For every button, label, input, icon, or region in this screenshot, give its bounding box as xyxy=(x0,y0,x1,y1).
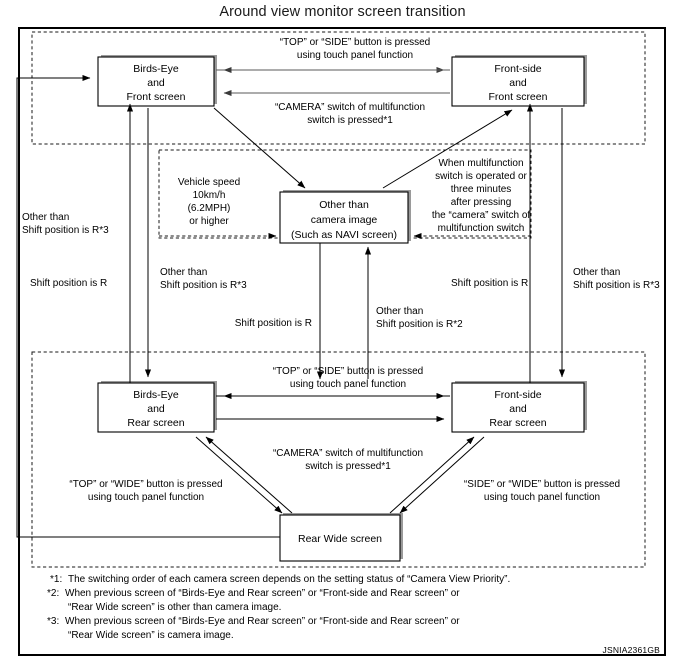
birds-eye-front-line2: and xyxy=(147,77,165,89)
edge-outer-left-to-birdseye-front xyxy=(16,74,280,538)
birds-eye-rear-line2: and xyxy=(147,403,165,415)
label-top-touch-panel-line1: “TOP” or “SIDE” button is pressed xyxy=(280,37,430,48)
node-birds-eye-front[interactable] xyxy=(97,56,215,107)
note-2-marker: *3: xyxy=(47,616,59,627)
label-bottom-camera-switch-line1: “CAMERA” switch of multifunction xyxy=(273,448,423,459)
edge-rearwide-to-birdseye-rear xyxy=(205,436,293,514)
node-front-side-rear[interactable] xyxy=(451,382,585,433)
label-left-other-than-r3-line1: Other than xyxy=(22,212,69,223)
birds-eye-front-line1: Birds-Eye xyxy=(133,63,179,75)
label-multifunction-timeout-line5: the “camera” switch of xyxy=(432,210,531,221)
note-2-line-1: “Rear Wide screen” is camera image. xyxy=(68,630,234,641)
label-top-camera-switch-line2: switch is pressed*1 xyxy=(307,115,393,126)
note-1-marker: *2: xyxy=(47,588,59,599)
label-bottom-right-side-wide-line2: using touch panel function xyxy=(484,492,600,503)
front-side-front-line2: and xyxy=(509,77,527,89)
label-vehicle-speed-line1: Vehicle speed xyxy=(178,177,240,188)
note-1-line-1: “Rear Wide screen” is other than camera … xyxy=(68,602,281,613)
note-1-line-0: When previous screen of “Birds-Eye and R… xyxy=(65,588,460,599)
birds-eye-rear-line1: Birds-Eye xyxy=(133,389,179,401)
label-bottom-camera-switch-line2: switch is pressed*1 xyxy=(305,461,391,472)
edge-birdseye-front-to-center xyxy=(213,107,306,189)
group-front-screens xyxy=(31,31,646,145)
label-inner-right-shift-r: Shift position is R xyxy=(451,278,528,289)
label-multifunction-timeout-line4: after pressing xyxy=(451,197,512,208)
label-vehicle-speed-line4: or higher xyxy=(189,216,229,227)
label-bottom-left-top-wide-line2: using touch panel function xyxy=(88,492,204,503)
other-than-camera-line3: (Such as NAVI screen) xyxy=(291,229,397,241)
front-side-rear-line3: Rear screen xyxy=(489,417,546,429)
node-rear-wide[interactable] xyxy=(279,514,401,562)
node-front-side-front[interactable] xyxy=(451,56,585,107)
label-inner-right-other-than-r2-line2: Shift position is R*2 xyxy=(376,319,463,330)
birds-eye-rear-line3: Rear screen xyxy=(127,417,184,429)
edge-center-to-front-side-front xyxy=(382,109,513,189)
front-side-front-line1: Front-side xyxy=(494,63,541,75)
note-0-marker: *1: xyxy=(50,574,62,585)
label-multifunction-timeout-line3: three minutes xyxy=(451,184,512,195)
other-than-camera-line1: Other than xyxy=(319,199,369,211)
page-title: Around view monitor screen transition xyxy=(219,4,466,20)
label-right-other-than-r3-line2: Shift position is R*3 xyxy=(573,280,660,291)
label-bottom-touch-panel-line1: “TOP” or “SIDE” button is pressed xyxy=(273,366,423,377)
label-bottom-left-top-wide-line1: “TOP” or “WIDE” button is pressed xyxy=(69,479,222,490)
other-than-camera-line2: camera image xyxy=(311,214,378,226)
node-other-than-camera[interactable] xyxy=(279,191,409,244)
label-bottom-right-side-wide-line1: “SIDE” or “WIDE” button is pressed xyxy=(464,479,620,490)
reference-code: JSNIA2361GB xyxy=(603,645,661,655)
note-0-line-0: The switching order of each camera scree… xyxy=(68,574,510,585)
label-vehicle-speed-line2: 10km/h xyxy=(193,190,226,201)
label-multifunction-timeout-line2: switch is operated or xyxy=(435,171,527,182)
rear-wide-line1: Rear Wide screen xyxy=(298,533,382,545)
group-rear-screens xyxy=(31,351,646,568)
front-side-rear-line1: Front-side xyxy=(494,389,541,401)
label-vehicle-speed-line3: (6.2MPH) xyxy=(188,203,231,214)
front-side-front-line3: Front screen xyxy=(489,91,548,103)
label-right-other-than-r3-line1: Other than xyxy=(573,267,620,278)
label-inner-left-other-than-r3-line1: Other than xyxy=(160,267,207,278)
label-inner-left-other-than-r3-line2: Shift position is R*3 xyxy=(160,280,247,291)
label-top-camera-switch-line1: “CAMERA” switch of multifunction xyxy=(275,102,425,113)
note-2-line-0: When previous screen of “Birds-Eye and R… xyxy=(65,616,460,627)
label-top-touch-panel-line2: using touch panel function xyxy=(297,50,413,61)
label-inner-left-shift-r: Shift position is R xyxy=(235,318,312,329)
node-birds-eye-rear[interactable] xyxy=(97,382,215,433)
label-bottom-touch-panel-line2: using touch panel function xyxy=(290,379,406,390)
edge-birdseye-rear-to-rearwide xyxy=(195,436,283,514)
label-multifunction-timeout-line6: multifunction switch xyxy=(438,223,525,234)
edge-rearwide-to-front-side-rear xyxy=(389,436,475,514)
label-multifunction-timeout-line1: When multifunction xyxy=(438,158,523,169)
label-left-shift-r: Shift position is R xyxy=(30,278,107,289)
front-side-rear-line2: and xyxy=(509,403,527,415)
edge-front-side-rear-to-rearwide xyxy=(399,436,485,514)
label-left-other-than-r3-line2: Shift position is R*3 xyxy=(22,225,109,236)
label-inner-right-other-than-r2-line1: Other than xyxy=(376,306,423,317)
birds-eye-front-line3: Front screen xyxy=(127,91,186,103)
